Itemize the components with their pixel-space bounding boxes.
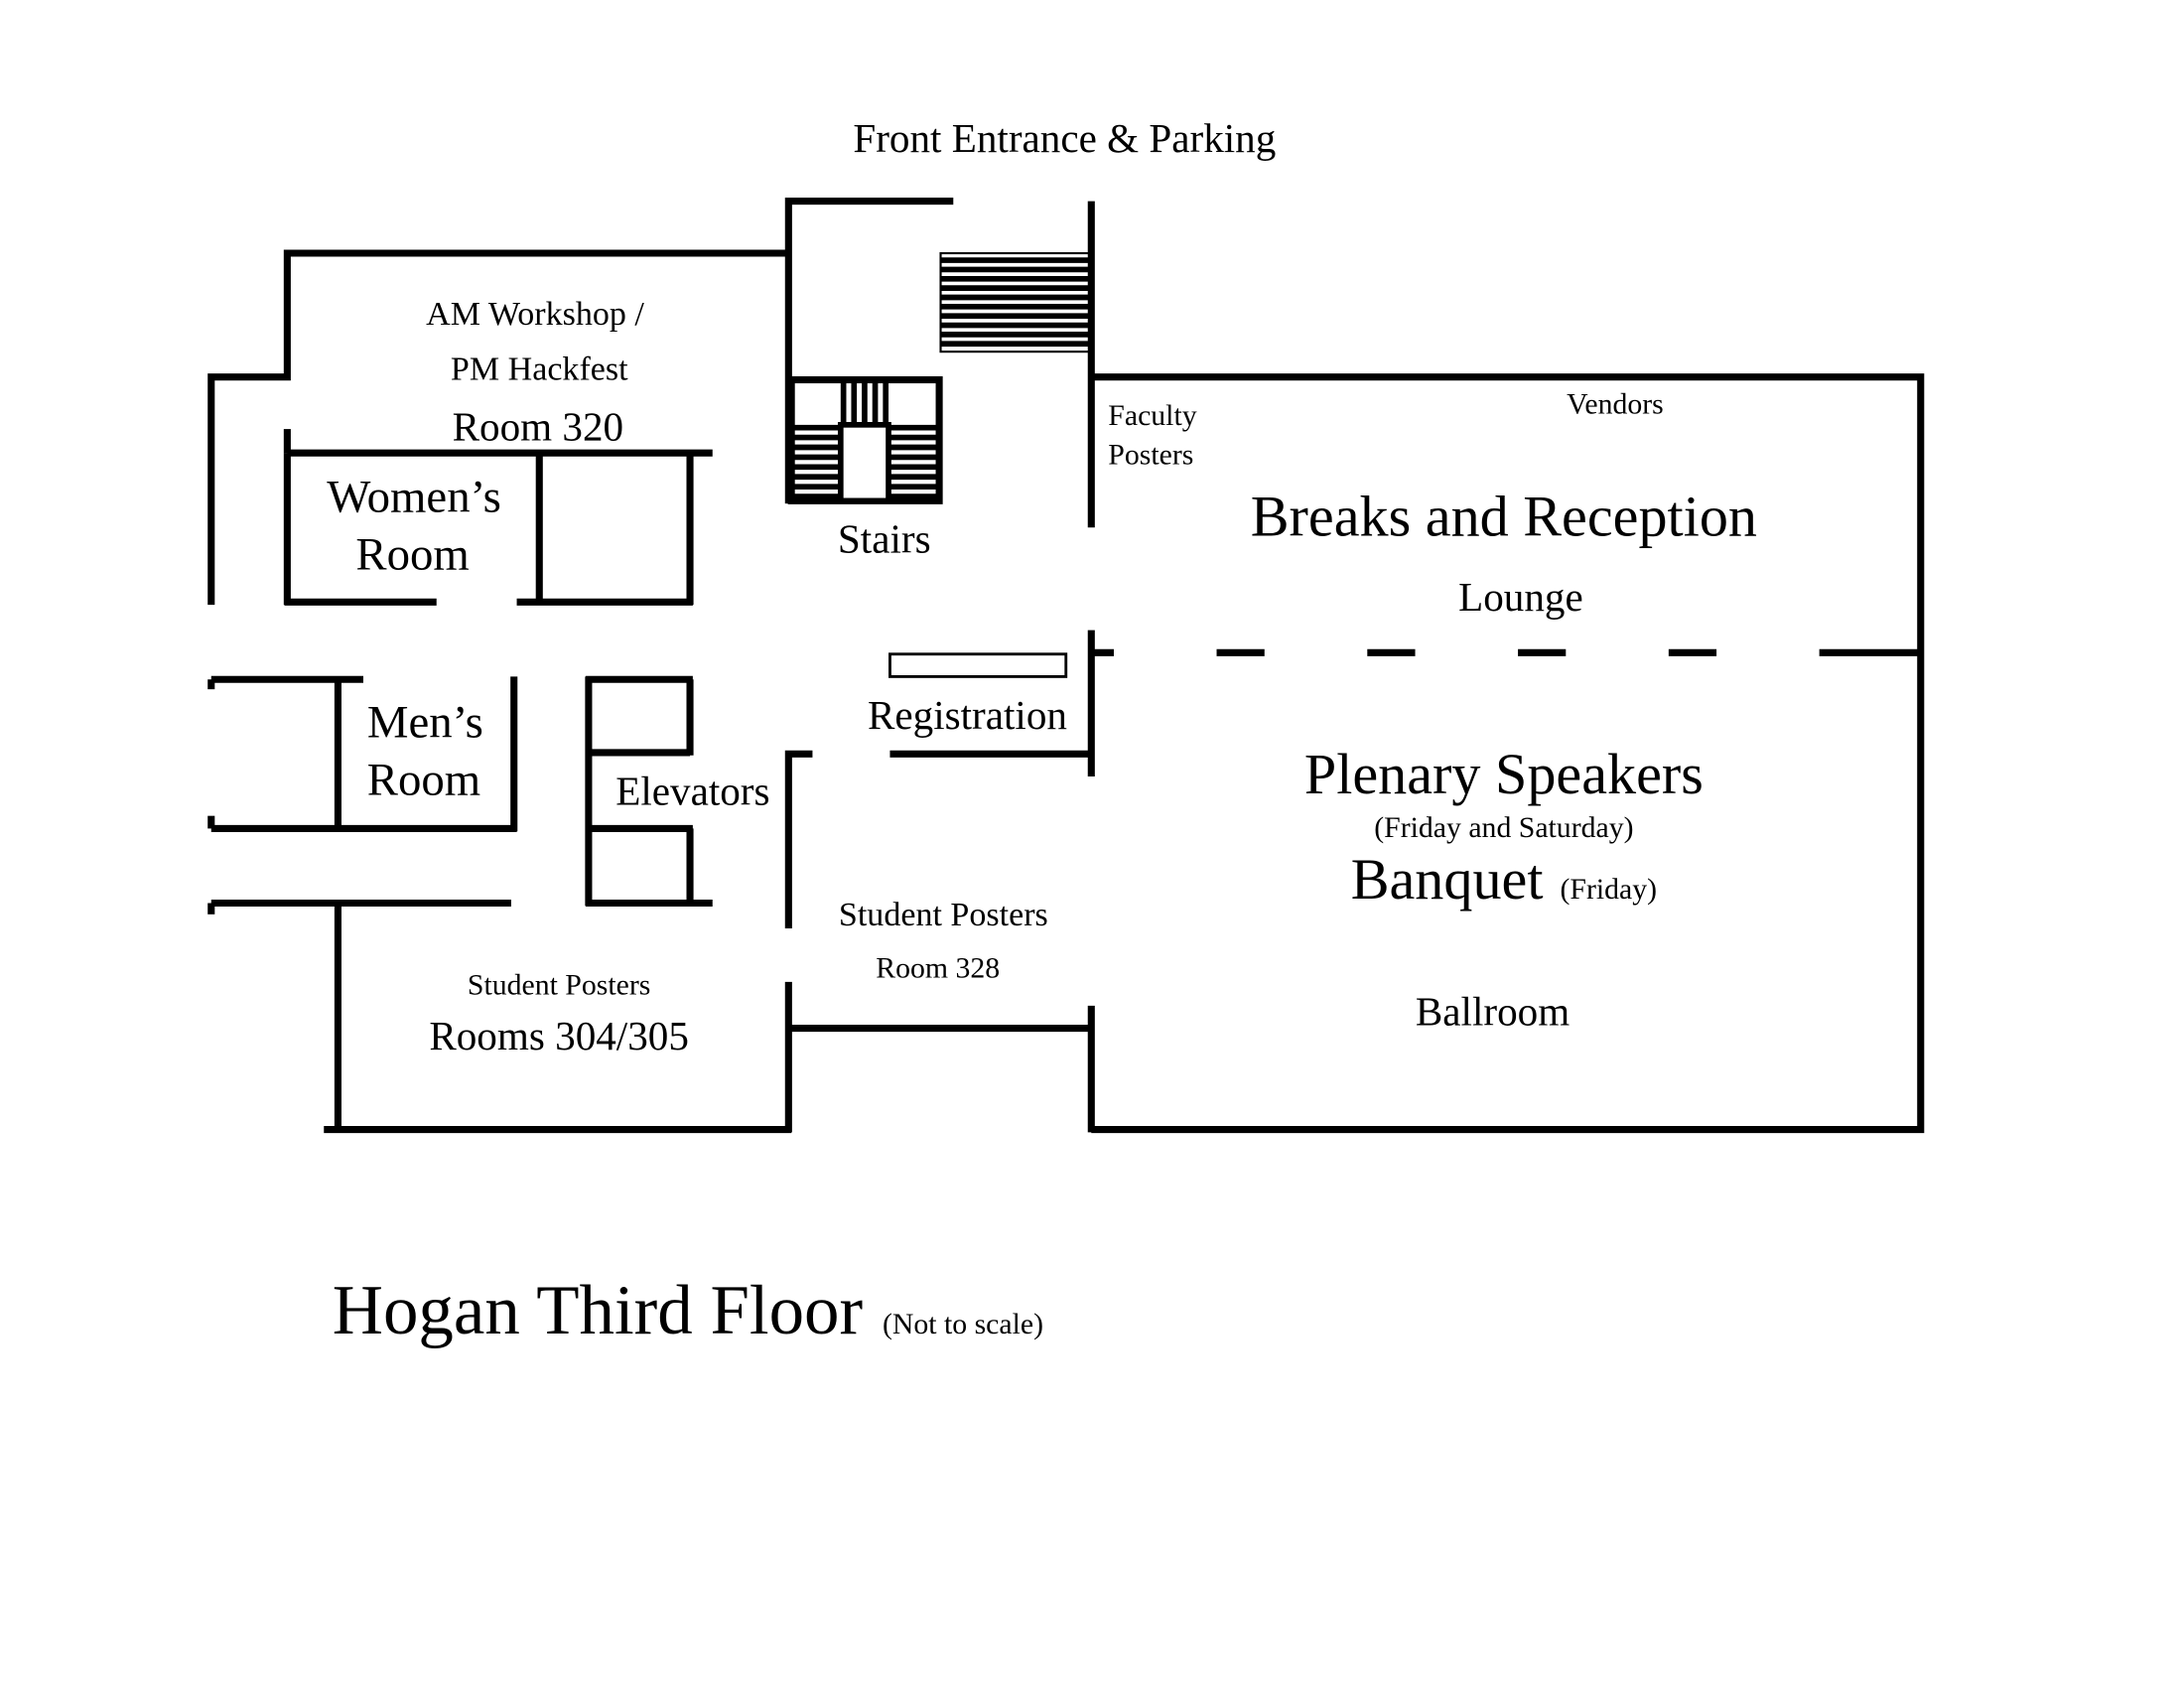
registration-desk-icon [888,652,1092,758]
vendors-label: Vendors [1567,388,1664,421]
entrance-label: Front Entrance & Parking [853,115,1276,161]
elevators-walls [585,675,713,908]
faculty-posters-line2: Posters [1108,439,1193,472]
elevators-label: Elevators [615,768,769,813]
banquet-name: Banquet [1351,847,1544,912]
entrance-steps-icon [939,251,1091,353]
womens-room-line1: Women’s [327,472,501,523]
lounge-label: Lounge [1458,574,1583,620]
ballroom-label: Ballroom [1416,989,1570,1035]
stairs-label: Stairs [838,516,931,562]
rooms-304-305-line1: Student Posters [468,969,650,1002]
rooms-304-305-walls [207,899,792,1134]
room-328-line1: Student Posters [839,897,1048,933]
plenary-speakers-label: Plenary Speakers [1304,742,1704,806]
mens-room-walls [207,675,518,832]
mens-room-line1: Men’s [367,696,483,748]
registration-label: Registration [868,692,1067,738]
plenary-speakers-note: (Friday and Saturday) [1374,811,1633,844]
room-320-line2: PM Hackfest [451,352,628,388]
room-320-walls [207,249,789,606]
rooms-304-305-name: Rooms 304/305 [429,1013,689,1058]
faculty-posters-line1: Faculty [1108,399,1196,432]
ballroom-walls [1091,373,1925,1134]
banquet-note: (Friday) [1561,873,1658,906]
womens-room-line2: Room [355,529,469,581]
mens-room-line2: Room [367,754,480,805]
womens-room-walls [283,453,694,606]
banquet-label: Banquet (Friday) [1351,847,1657,912]
stairs-icon [787,375,943,504]
map-title: Hogan Third Floor (Not to scale) [333,1272,1043,1349]
room-328-walls [784,750,1092,1133]
room-320-line1: AM Workshop / [426,296,644,333]
room-320-name: Room 320 [453,403,623,449]
map-title-text: Hogan Third Floor [333,1272,863,1349]
breaks-reception-label: Breaks and Reception [1251,485,1757,549]
room-328-name: Room 328 [876,952,1000,985]
map-scale-note: (Not to scale) [883,1308,1043,1340]
